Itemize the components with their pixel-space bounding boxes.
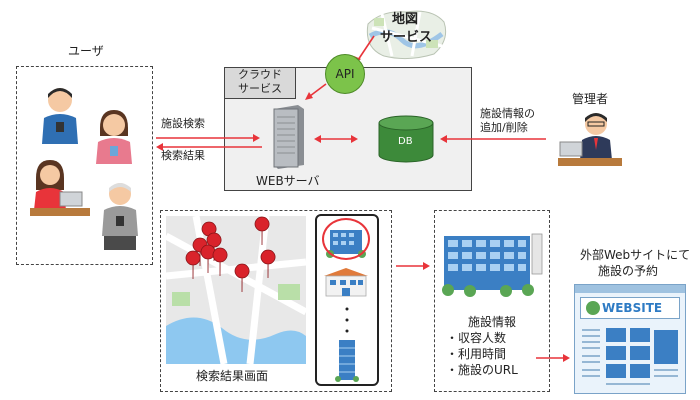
facility-info-item: ・利用時間 (446, 347, 507, 361)
building-icon-2 (322, 266, 370, 298)
search-screen-label: 検索結果画面 (196, 369, 269, 383)
cloud-service-label-2: サービス (238, 82, 282, 95)
map-pin (200, 244, 216, 274)
facility-building-icon (440, 228, 544, 298)
map-pin (260, 249, 276, 279)
user-icon-1 (36, 84, 84, 144)
facility-info-item: ・収容人数 (446, 331, 507, 345)
admin-arrow-label-2: 追加/削除 (480, 121, 528, 134)
admin-arrow-label-1: 施設情報の (480, 107, 535, 120)
website-titlebar (575, 285, 685, 293)
map-pin (206, 232, 222, 262)
user-icon-2 (92, 106, 136, 164)
web-server-label: WEBサーバ (256, 174, 320, 188)
facility-info-box (434, 210, 550, 392)
users-title: ユーザ (68, 44, 104, 58)
users-box (16, 66, 153, 265)
map-service-title-1: 地図 (392, 12, 419, 27)
map-pin (212, 247, 228, 277)
booking-label-1: 外部Webサイトにて (580, 248, 691, 262)
cloud-service-label-1: クラウド (238, 68, 282, 81)
db-label: DB (398, 136, 413, 147)
cloud-service-label-box (224, 67, 296, 99)
website-logo-text: WEBSITE (602, 301, 663, 315)
user-icon-3 (30, 156, 90, 218)
website-header (580, 297, 680, 319)
search-result-screen-box (160, 210, 392, 392)
booking-label-2: 施設の予約 (598, 264, 659, 278)
user-icon-4 (98, 180, 142, 252)
map-image (164, 215, 308, 365)
web-server-icon (270, 103, 306, 169)
facility-search-label: 施設検索 (161, 117, 205, 130)
map-service-title-2: サービス (380, 30, 433, 45)
map-pin (254, 216, 270, 246)
facility-info-title: 施設情報 (468, 315, 517, 329)
map-pin (234, 263, 250, 293)
facility-info-item: ・施設のURL (446, 363, 518, 377)
selection-circle (322, 218, 370, 260)
map-service-icon (362, 6, 450, 62)
db-cylinder (378, 115, 434, 163)
building-icon-3 (334, 338, 360, 382)
api-badge: API (325, 54, 365, 94)
admin-icon (558, 110, 622, 168)
search-results-label: 検索結果 (161, 149, 205, 162)
admin-title: 管理者 (572, 92, 609, 106)
website-logo-icon (586, 301, 600, 315)
map-pin (185, 250, 201, 280)
api-label: API (335, 67, 355, 81)
list-ellipsis (345, 306, 349, 340)
